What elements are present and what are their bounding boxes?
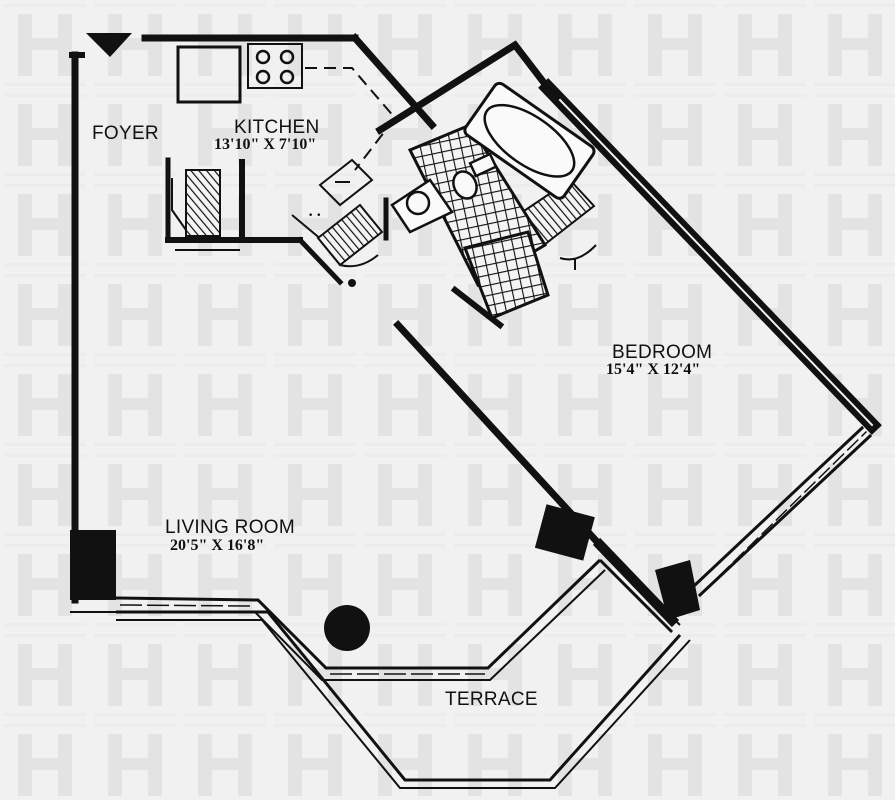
room-dimensions-living-room: 20'5" X 16'8"	[170, 537, 265, 554]
foyer-closet	[171, 169, 240, 251]
column-icon	[324, 605, 370, 651]
room-label-foyer: FOYER	[92, 123, 159, 144]
room-label-terrace: TERRACE	[445, 689, 538, 710]
svg-text:• •: • •	[308, 211, 321, 221]
room-dimensions-kitchen: 13'10" X 7'10"	[214, 136, 317, 153]
room-dimensions-bedroom: 15'4" X 12'4"	[606, 361, 701, 378]
room-label-living-room: LIVING ROOM	[165, 517, 295, 538]
room-label-bedroom: BEDROOM	[612, 342, 713, 363]
room-label-kitchen: KITCHEN	[234, 117, 320, 138]
terrace-outline	[70, 554, 691, 789]
bathroom	[390, 81, 596, 320]
walls	[69, 33, 882, 628]
